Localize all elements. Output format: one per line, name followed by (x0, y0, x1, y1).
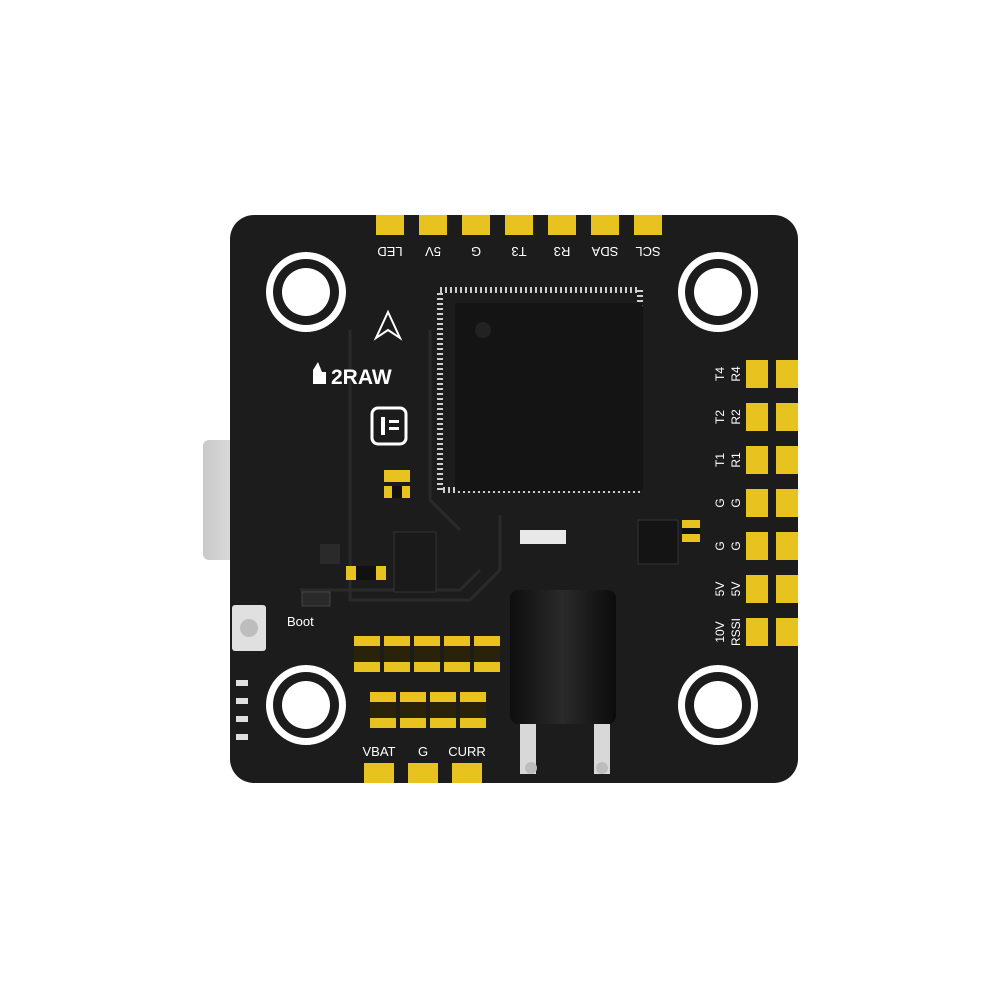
right-pad-label-g1: G (713, 498, 727, 507)
bottom-solder-pads (364, 763, 482, 783)
boot-button (232, 605, 266, 651)
right-pad-label-10v: 10V (713, 621, 727, 642)
right-pad-label-t2: T2 (713, 410, 727, 424)
top-pad-label-g: G (471, 244, 481, 259)
top-pad-label-led: LED (377, 244, 402, 259)
mcu-chip (437, 287, 643, 493)
right-pad-label-t1: T1 (713, 453, 727, 467)
right-pad-label-r1: R1 (729, 452, 743, 468)
power-components-top-row (354, 636, 500, 672)
if-logo-icon (370, 406, 408, 446)
svg-text:2RAW: 2RAW (331, 366, 392, 389)
bottom-pad-label-curr: CURR (448, 744, 486, 759)
left-edge-components (236, 680, 248, 740)
top-solder-pads (376, 215, 662, 235)
pcb-traces (300, 330, 502, 602)
right-pad-label-rssi: RSSI (729, 618, 743, 646)
right-pad-label-g2: G (729, 498, 743, 507)
top-pad-label-scl: SCL (635, 244, 660, 259)
right-pad-label-5v1: 5V (713, 582, 727, 597)
mounting-holes (266, 252, 758, 745)
bottom-pad-label-vbat: VBAT (363, 744, 396, 759)
forward-arrow-icon (373, 309, 403, 341)
right-solder-pads (746, 360, 798, 646)
right-pad-label-t4: T4 (713, 367, 727, 381)
brand-logo: 2RAW (313, 362, 392, 389)
top-pad-label-r3: R3 (554, 244, 571, 259)
electrolytic-capacitor (510, 590, 616, 774)
right-pad-label-5v2: 5V (729, 582, 743, 597)
top-pad-label-t3: T3 (511, 244, 526, 259)
boot-label: Boot (287, 614, 314, 629)
right-pad-label-g3: G (713, 541, 727, 550)
smd-components (301, 470, 700, 607)
power-components-bottom-row (370, 692, 486, 728)
top-pad-label-sda: SDA (591, 244, 618, 259)
right-pad-label-r4: R4 (729, 366, 743, 382)
right-pad-label-r2: R2 (729, 409, 743, 425)
top-pad-label-5v: 5V (425, 244, 441, 259)
right-pad-label-g4: G (729, 541, 743, 550)
bottom-pad-label-g: G (418, 744, 428, 759)
